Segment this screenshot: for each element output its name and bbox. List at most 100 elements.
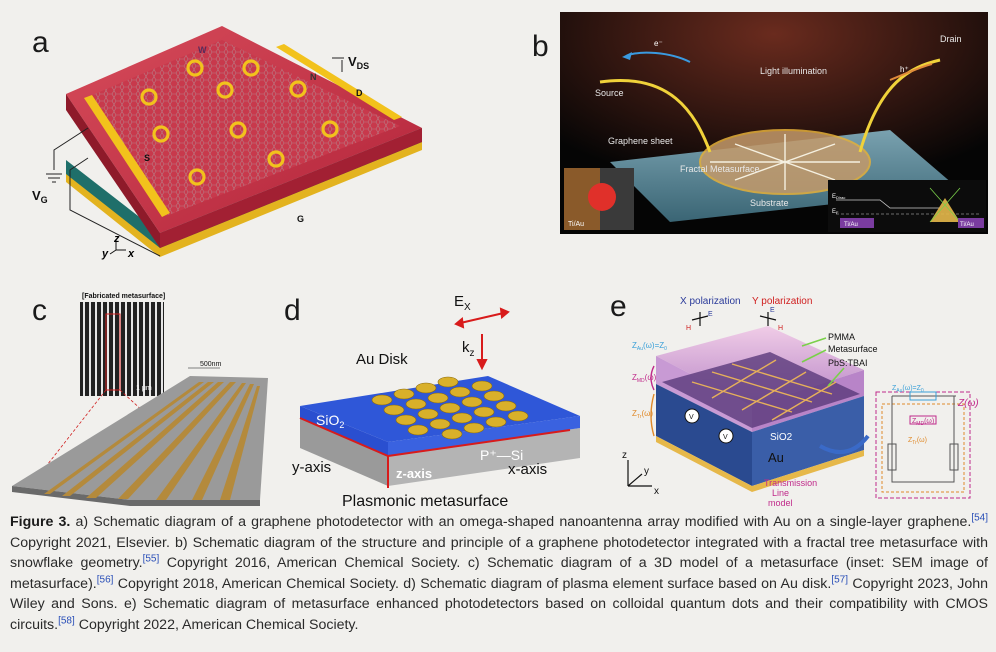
sio2-label: SiO2 <box>770 432 793 443</box>
drain-wire <box>858 58 941 153</box>
tiau-right-label-2: Ti/Au <box>960 222 974 228</box>
reference-56[interactable]: [56] <box>96 574 114 586</box>
width-label: W <box>198 45 207 55</box>
reference-55[interactable]: [55] <box>142 553 160 565</box>
drain-label: D <box>356 88 363 98</box>
axis-y: y <box>101 248 109 260</box>
vg-label: VG <box>32 188 48 205</box>
panel-c: c [Fabricated metasurface] 1 μm 500nm <box>10 286 272 508</box>
v-label-1: V <box>689 414 694 421</box>
ex-label: EX <box>454 293 471 313</box>
pbs-label: PbS:TBAI <box>828 358 868 368</box>
axis-y: y <box>644 466 649 477</box>
source-electrode <box>84 95 170 217</box>
frame-side-right <box>160 128 422 248</box>
hole-label: h⁺ <box>900 65 909 74</box>
metal-stripes <box>44 382 260 500</box>
e2-label: E <box>770 307 775 314</box>
metasurface-layer <box>662 352 860 428</box>
h2-label: H <box>778 325 783 332</box>
x-axis-label: x-axis <box>508 461 547 478</box>
drain-label: Drain <box>940 34 962 44</box>
source-label: Source <box>595 88 624 98</box>
kz-label: kz <box>462 339 475 359</box>
source-label: S <box>144 153 150 163</box>
x-polarization-label: X polarization <box>680 296 741 307</box>
h1-label: H <box>686 325 691 332</box>
panel-c-letter: c <box>32 294 47 327</box>
omega-antenna-array <box>140 59 339 186</box>
graphene-device-diagram: S D G W N VDS VG y z x <box>32 26 422 260</box>
slab-bottom <box>656 436 864 492</box>
axis-z: z <box>113 233 120 245</box>
v-label-2: V <box>723 434 728 441</box>
frame-side-left <box>66 94 160 248</box>
au-label: Au <box>768 450 784 465</box>
caption-sentence-d: Copyright 2018, American Chemical Societ… <box>117 575 832 592</box>
caption-sentence-a: a) Schematic diagram of a graphene photo… <box>75 514 972 530</box>
field-vectors <box>454 307 510 371</box>
axis-lines <box>299 417 571 488</box>
z-axis-label: z-axis <box>396 466 432 481</box>
au-disk-array <box>371 376 529 440</box>
edirac-label: EDirac <box>832 194 845 200</box>
circuit-ztr-label: ZTr(ω) <box>908 437 927 446</box>
silicon-right <box>388 428 580 486</box>
ef-label: EF <box>832 209 839 215</box>
n-label: N <box>310 72 317 82</box>
panel-e-letter: e <box>610 290 627 323</box>
y-polarization-label: Y polarization <box>752 296 812 307</box>
light-label: Light illumination <box>760 66 827 76</box>
pointer-arrows <box>801 337 845 387</box>
fab-label: [Fabricated metasurface] <box>82 293 165 300</box>
circuit-zmd-label: ZMD(ω) <box>912 418 934 427</box>
sem-inset <box>80 302 164 396</box>
sio2-right <box>752 396 864 486</box>
y-axis-label: y-axis <box>292 459 331 476</box>
metasurface-3d-diagram: [Fabricated metasurface] 1 μm 500nm <box>12 293 268 506</box>
tiau-right-label-1: Ti/Au <box>844 222 858 228</box>
graphene-label: Graphene sheet <box>608 136 673 146</box>
zw-label: Z(ω) <box>957 398 979 409</box>
axis-x: x <box>127 248 135 260</box>
hole-arrow <box>889 63 933 81</box>
sio2-right <box>388 416 580 456</box>
tl-label-2: Line <box>772 488 789 498</box>
axes-indicator <box>627 460 652 487</box>
cqd-photodetector-diagram: X polarization Y polarization H E H E V … <box>622 296 979 508</box>
circuit-model <box>875 391 971 499</box>
au-disk-label: Au Disk <box>356 351 408 368</box>
plasmonic-metasurface-diagram: EX kz Au Disk SiO2 P⁺—Si y-axis z-axis x… <box>292 293 580 510</box>
sem-scale-label: 1 μm <box>136 385 152 392</box>
panel-e: e X polarization Y polarization H E H E <box>592 286 992 509</box>
electron-label: e⁻ <box>654 39 663 48</box>
drain-electrode <box>276 44 402 120</box>
axes-indicator <box>109 240 126 255</box>
panel-d-letter: d <box>284 294 301 327</box>
metasurface-label: Metasurface <box>828 344 878 354</box>
layer-brackets <box>650 365 655 437</box>
e1-label: E <box>708 311 713 318</box>
circuit-zau-label: ZAu(ω)=Z0 <box>892 385 924 394</box>
band-diagram-inset: Ti/Au Ti/Au EDirac EF <box>828 180 986 232</box>
tl-label-1: Transmission <box>764 478 817 488</box>
panel-d-title: Plasmonic metasurface <box>342 493 508 510</box>
reference-57[interactable]: [57] <box>831 574 849 586</box>
fractal-metasurface-diagram: e⁻ h⁺ Source Drain Light illumination Gr… <box>560 12 988 234</box>
panel-a-letter: a <box>32 26 49 59</box>
axis-x: x <box>654 486 659 497</box>
sio2-front <box>656 384 752 486</box>
zmd-label: ZMD(ω) <box>632 373 657 384</box>
caption-sentence-f: Copyright 2022, American Chemical Societ… <box>78 616 359 633</box>
ztr-label: ZTr(ω) <box>632 409 653 420</box>
sio2-front <box>300 406 388 456</box>
reference-54[interactable]: [54] <box>971 512 988 524</box>
sio2-label: SiO2 <box>316 412 344 430</box>
width-label: 500nm <box>200 361 222 368</box>
voltmeter-1 <box>684 408 700 424</box>
panel-b: b e⁻ h⁺ Source Drain Light illumination … <box>532 12 988 234</box>
figure-label: Figure 3. <box>10 514 71 530</box>
snowflake-pattern <box>710 134 860 190</box>
zau-label: ZAu(ω)=Z0 <box>632 341 667 352</box>
reference-58[interactable]: [58] <box>58 615 75 627</box>
